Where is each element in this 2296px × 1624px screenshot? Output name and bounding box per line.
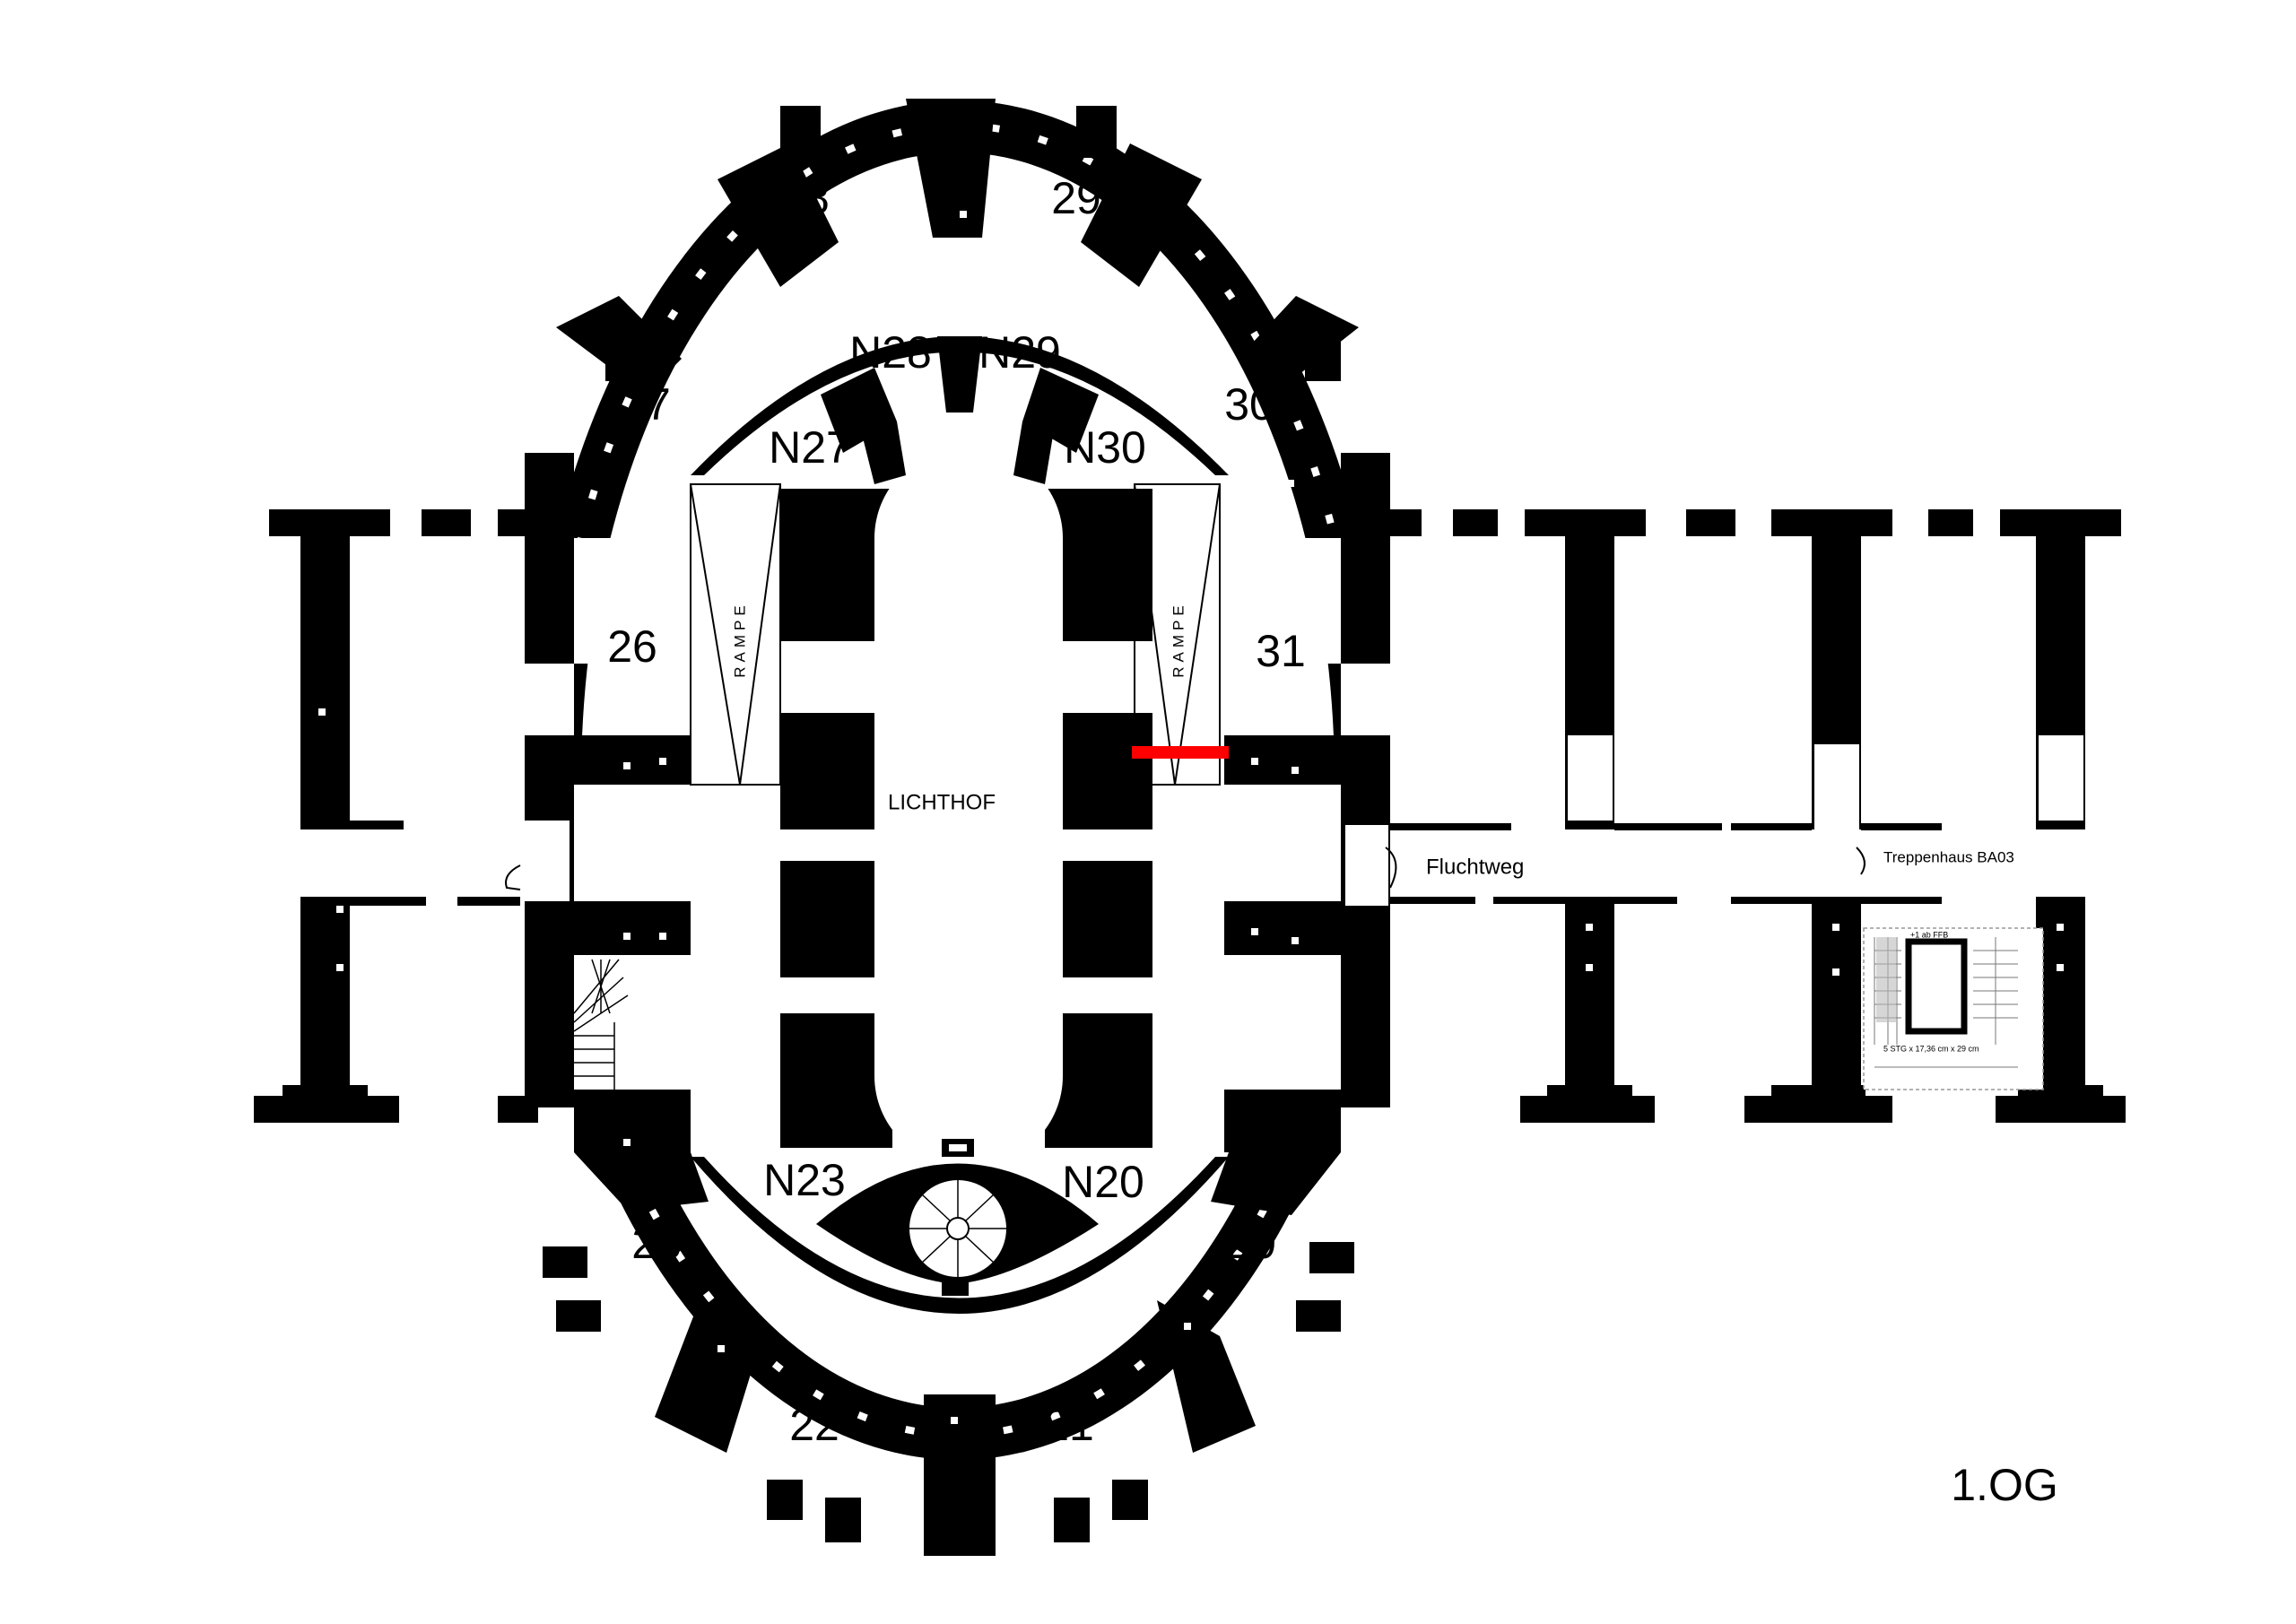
stair-note-bottom: 5 STG x 17,36 cm x 29 cm — [1883, 1044, 1979, 1053]
room-22-label: 22 — [789, 1400, 839, 1450]
west-wing — [254, 509, 538, 1123]
room-21-label: 21 — [1044, 1400, 1094, 1450]
niche-n27-label: N27 — [769, 422, 851, 473]
room-26-label: 26 — [607, 621, 657, 672]
room-23-label: 23 — [631, 1218, 682, 1268]
west-stair — [573, 955, 629, 1090]
niche-n20-label: N20 — [1062, 1157, 1144, 1207]
room-20-label: 20 — [1226, 1218, 1276, 1268]
niche-labels: N28 N29 N27 N30 N23 N20 — [763, 327, 1146, 1207]
floor-level-label: 1.OG — [1951, 1460, 2057, 1510]
rampe-right-label: RAMPE — [1170, 601, 1187, 677]
room-30-label: 30 — [1224, 379, 1274, 430]
treppenhaus-label: Treppenhaus BA03 — [1883, 848, 2014, 865]
fluchtweg-label: Fluchtweg — [1426, 855, 1524, 879]
room-29-label: 29 — [1051, 173, 1101, 223]
niche-n29-label: N29 — [978, 327, 1061, 378]
room-labels: 28 29 27 30 26 31 23 20 22 21 — [607, 173, 1306, 1450]
niche-n30-label: N30 — [1064, 422, 1146, 473]
room-31-label: 31 — [1256, 626, 1306, 676]
room-28-label: 28 — [779, 173, 830, 223]
rampe-left-label: RAMPE — [731, 601, 748, 677]
area-labels: LICHTHOF Fluchtweg Treppenhaus BA03 RAMP… — [731, 601, 2013, 879]
highlight-marker — [1132, 746, 1229, 759]
niche-n23-label: N23 — [763, 1155, 846, 1205]
east-wing — [1386, 509, 2126, 1123]
oval-building — [505, 99, 1866, 1556]
treppenhaus-ba03: +1 ab FFB 5 STG x 17,36 cm x 29 cm — [1863, 927, 2044, 1090]
lichthof-label: LICHTHOF — [888, 790, 996, 814]
niche-n28-label: N28 — [849, 327, 932, 378]
room-27-label: 27 — [621, 379, 671, 430]
stair-note-top: +1 ab FFB — [1910, 930, 1948, 939]
